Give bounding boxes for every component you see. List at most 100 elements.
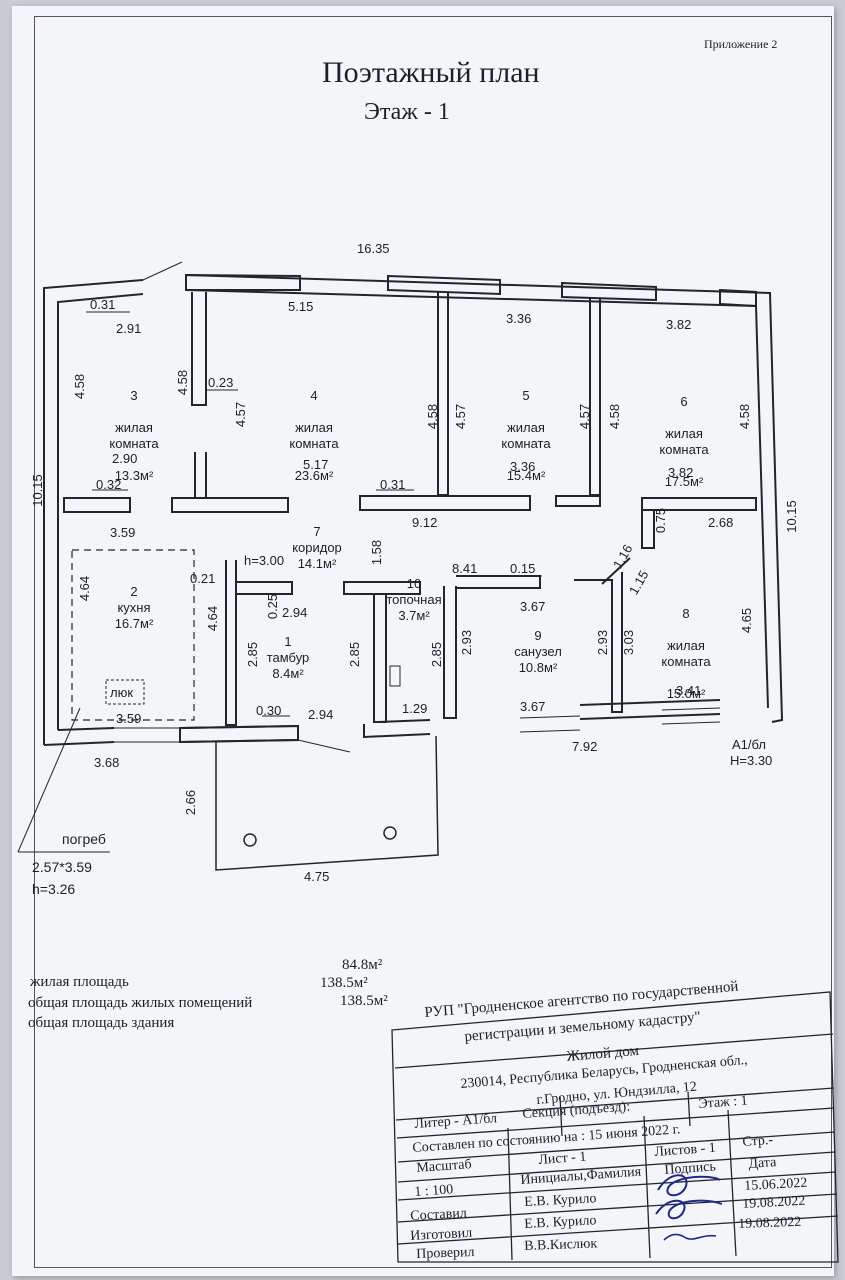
dim-label: 3.03: [621, 629, 637, 656]
dim-label: 4.57: [577, 403, 593, 430]
room-number: 6: [680, 394, 688, 409]
entry-line: [297, 739, 351, 753]
cellar-size: 2.57*3.59: [32, 859, 92, 875]
dim-label: 0.15: [510, 561, 536, 576]
cellar-leader: [17, 707, 81, 853]
dim-label: 0.31: [90, 297, 116, 312]
dim-label: 0.31: [380, 477, 406, 492]
room-label: 3 жилая комната 13.3м²: [94, 372, 174, 484]
room-area: 13.3м²: [114, 468, 154, 483]
dim-label: 4.58: [175, 369, 191, 396]
room-name: топочная: [386, 592, 442, 607]
summary-value: 84.8м²: [342, 957, 383, 973]
hatch-label: люк: [110, 685, 134, 700]
dim-label: 3.36: [506, 311, 532, 326]
dim-label: 2.94: [308, 707, 334, 722]
dim-label: 8.41: [452, 561, 478, 576]
dim-label: 2.93: [459, 629, 475, 656]
room-area: 14.1м²: [297, 556, 337, 571]
summary-label: общая площадь жилых помещений: [28, 995, 253, 1011]
dim-label: 4.57: [453, 403, 469, 430]
dim-label: 2.85: [429, 641, 445, 668]
dim-label: 3.59: [116, 711, 142, 726]
dim-label: 2.68: [708, 515, 734, 530]
porch-post-right: [383, 826, 397, 840]
hatch-box: [105, 679, 145, 705]
dim-label: 2.93: [595, 629, 611, 656]
dim-label: 4.57: [233, 401, 249, 428]
wall-room5-6: [589, 298, 601, 496]
room-area: 8.4м²: [272, 666, 304, 681]
room-label: 7 коридор 14.1м²: [270, 524, 364, 572]
room-number: 7: [313, 524, 321, 539]
room-number: 1: [284, 634, 292, 649]
dim-label: 1.58: [369, 539, 385, 566]
dim-overall-height-right: 10.15: [783, 500, 799, 533]
room-number: 4: [310, 388, 318, 403]
room-number: 3: [130, 388, 138, 403]
window-bottom-3: [661, 707, 721, 725]
cellar-label: погреб: [62, 831, 106, 847]
window-top-4: [719, 288, 757, 308]
room-area: 15.4м²: [506, 468, 546, 483]
cellar-outline: [71, 549, 195, 721]
dim-label: 0.23: [208, 375, 234, 390]
dim-label: 4.64: [205, 605, 221, 632]
dim-label: 5.15: [288, 299, 314, 314]
room-label: 5 жилая комната 15.4м²: [484, 372, 568, 484]
dim-overall-width: 16.35: [357, 241, 390, 256]
room-name: санузел: [514, 644, 562, 659]
dim-label: 4.75: [304, 869, 330, 884]
dim-label: 2.66: [183, 789, 199, 816]
room-label: 9 санузел 10.8м²: [498, 628, 578, 676]
dim-label: 0.30: [256, 703, 282, 718]
door-arc-top: [142, 261, 183, 281]
porch-outline: [215, 735, 439, 871]
wall-h-mid: [171, 497, 289, 513]
wall-room9-right: [574, 572, 623, 713]
dim-label: 0.25: [265, 593, 281, 620]
wall-room6-8: [641, 497, 757, 511]
stamp-date-header: Дата: [747, 1155, 777, 1172]
window-top-3: [561, 281, 657, 302]
summary-label: жилая площадь: [30, 974, 129, 990]
dim-label: 2.90: [112, 451, 138, 466]
stamp-scale: 1 : 100: [413, 1182, 454, 1200]
room-number: 2: [130, 584, 138, 599]
room-name: жилая комната: [109, 420, 159, 451]
dim-label: 5.17: [303, 457, 329, 472]
wall-room4-5: [437, 292, 449, 496]
window-bottom-1: [114, 727, 180, 743]
drawing-frame: [34, 16, 832, 1268]
wall-h-stub: [194, 452, 207, 499]
page-title: Поэтажный план: [322, 56, 540, 89]
room-area: 10.8м²: [518, 660, 558, 675]
wall-kitchen: [225, 560, 237, 726]
stamp-role: Проверил: [415, 1244, 475, 1262]
room-name: жилая комната: [661, 638, 711, 669]
dim-label: 4.58: [737, 403, 753, 430]
stamp-grid: [391, 991, 839, 1263]
room-label: 2 кухня 16.7м²: [92, 584, 176, 632]
dim-label: 2.94: [282, 605, 308, 620]
room-name: тамбур: [266, 650, 310, 665]
room-name: жилая комната: [289, 420, 339, 451]
dim-label: 3.68: [94, 755, 120, 770]
room-area: 15.0м²: [666, 686, 706, 701]
litera-label: А1/бл: [732, 737, 766, 752]
dim-label: 4.65: [739, 607, 755, 634]
dim-label: 0.75: [653, 507, 669, 534]
wall-h-right: [359, 495, 531, 511]
dim-label: 3.36: [510, 459, 536, 474]
dim-label: 4.58: [72, 373, 88, 400]
room-number: 9: [534, 628, 542, 643]
height-label: H=3.30: [730, 753, 773, 768]
stamp-page-header: Стр.-: [741, 1132, 774, 1150]
room-name: жилая комната: [501, 420, 551, 451]
wall-corridor-top: [343, 581, 421, 595]
wall-h-left: [63, 497, 131, 513]
stamp-name: В.В.Кислюк: [523, 1236, 598, 1254]
wall-room8-stub: [641, 510, 655, 549]
signature-marks: [655, 1174, 723, 1241]
